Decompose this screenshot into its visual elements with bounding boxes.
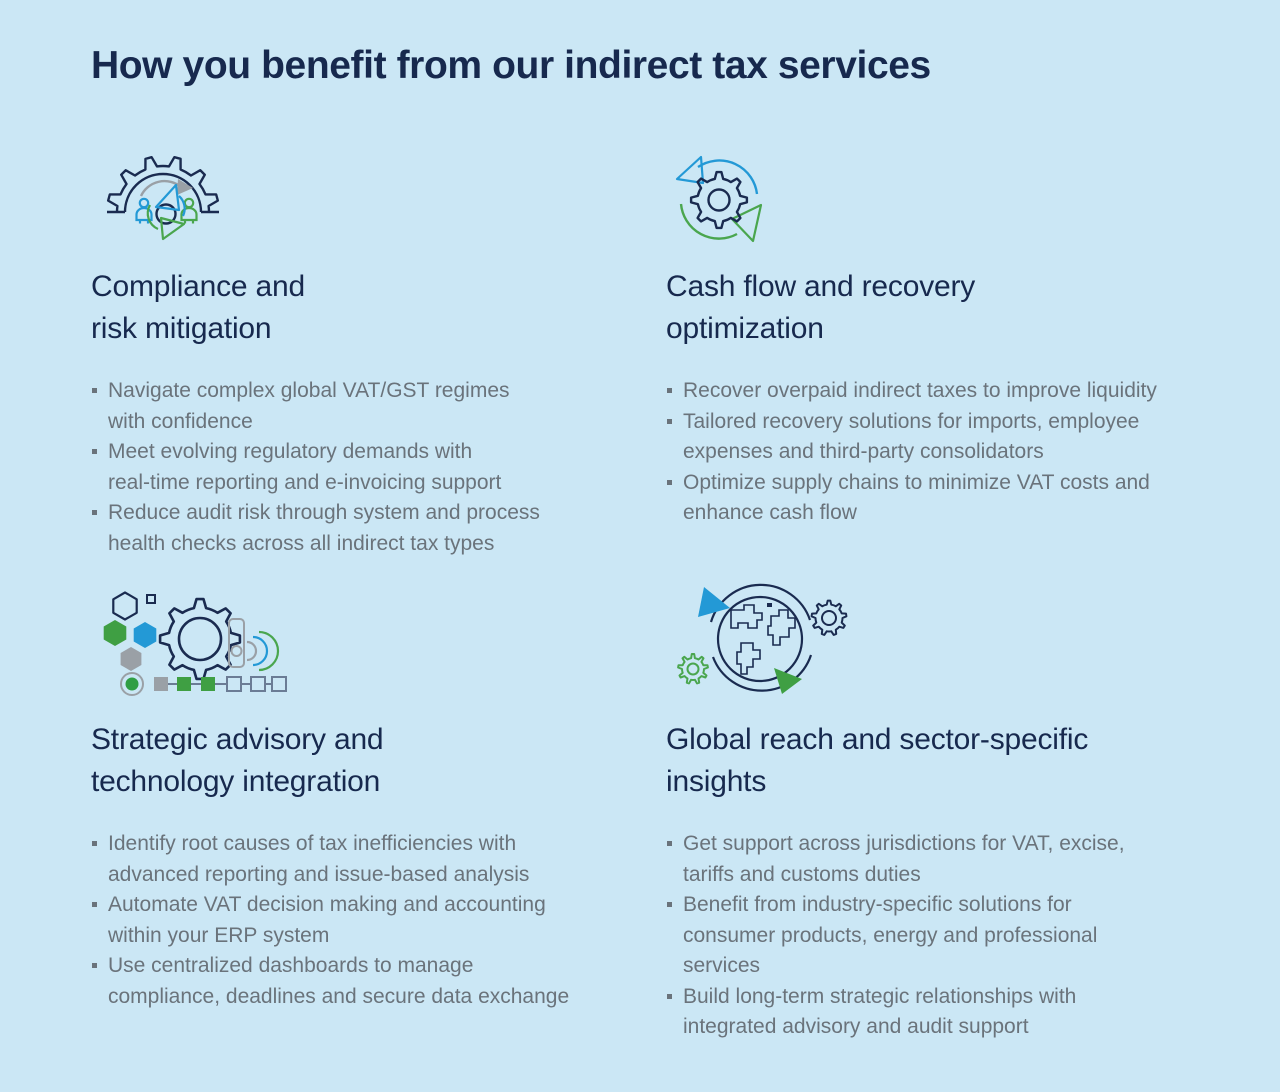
gear-cycle-arrows-icon [668,132,1260,250]
globe-gears-arrows-icon [671,583,1260,703]
benefit-item: Optimize supply chains to minimize VAT c… [666,468,1260,529]
benefit-item: Tailored recovery solutions for imports,… [666,407,1260,468]
benefit-list: Recover overpaid indirect taxes to impro… [666,376,1260,529]
hexagons-gear-device-icon [99,585,666,703]
benefit-item: Automate VAT decision making and account… [91,890,666,951]
benefit-item: Build long-term strategic relationships … [666,982,1260,1043]
benefit-item: Identify root causes of tax inefficienci… [91,829,666,890]
benefit-item: Benefit from industry-specific solutions… [666,890,1260,982]
gear-people-sync-icon [99,132,666,250]
benefit-list: Identify root causes of tax inefficienci… [91,829,666,1012]
benefit-item: Recover overpaid indirect taxes to impro… [666,376,1260,407]
page-title: How you benefit from our indirect tax se… [91,44,931,87]
benefit-item: Reduce audit risk through system and pro… [91,498,666,559]
benefit-list: Get support across jurisdictions for VAT… [666,829,1260,1043]
benefit-item: Get support across jurisdictions for VAT… [666,829,1260,890]
infographic-page: How you benefit from our indirect tax se… [91,44,1260,1043]
